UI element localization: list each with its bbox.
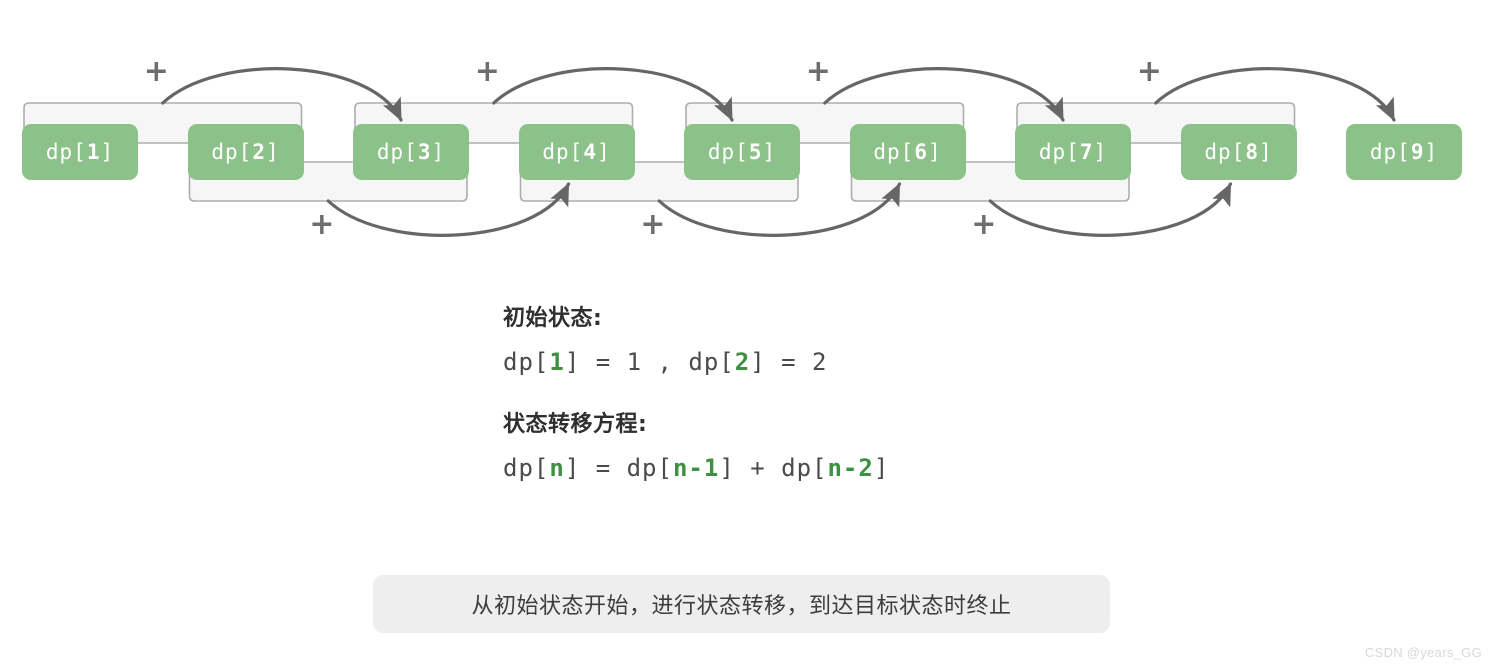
dp-cell-prefix: dp[ [542,140,584,164]
dp-cell-prefix: dp[ [376,140,418,164]
initial-formula-token-2: 1 [549,348,565,376]
initial-state-formula: dp[1] = 1 , dp[2] = 2 [503,348,1203,376]
dp-cell-8: dp[8] [1180,124,1297,180]
dp-cell-index: 7 [1079,140,1094,164]
spacer [503,376,1203,406]
bracket-group-bottom [188,161,1130,202]
explanation-block: 初始状态: dp[1] = 1 , dp[2] = 2 状态转移方程: dp[n… [503,300,1203,482]
plus-icon-top-4: + [1136,54,1162,89]
dp-cell-9: dp[9] [1346,124,1462,180]
transition-formula-token-3: ] = dp[ [564,454,673,482]
transition-formula-token-7: ] [873,454,890,482]
plus-icon-bottom-6: + [640,207,666,242]
transition-formula-token-1: dp[ [503,454,550,482]
dp-cell-prefix: dp[ [873,140,915,164]
initial-formula-token-1: dp[ [503,348,550,376]
dp-cell-prefix: dp[ [707,140,749,164]
dp-diagram: dp[1]dp[2]dp[3]dp[4]dp[5]dp[6]dp[7]dp[8]… [0,0,1498,280]
dp-cell-index: 5 [748,140,763,164]
dp-cell-index: 3 [417,140,432,164]
transition-formula-token-2: n [549,454,565,482]
dp-cell-2: dp[2] [187,124,304,180]
dp-cell-prefix: dp[ [1369,140,1411,164]
plus-icon-bottom-5: + [309,207,335,242]
dp-cell-suffix: ] [100,140,115,164]
dp-cell-prefix: dp[ [1038,140,1080,164]
dp-cell-index: 1 [86,140,101,164]
plus-icon-bottom-7: + [971,207,997,242]
dp-cell-prefix: dp[ [211,140,253,164]
transition-arrow-bottom-2 [657,182,902,237]
transition-formula-token-4: n-1 [672,454,720,482]
plus-icon-top-3: + [805,54,831,89]
dp-cell-suffix: ] [1424,140,1439,164]
arrow-group-bottom [326,182,1233,237]
dp-cell-suffix: ] [927,140,942,164]
transition-equation-heading: 状态转移方程: [503,412,648,437]
plus-icon-top-1: + [143,54,169,89]
dp-cell-prefix: dp[ [1204,140,1246,164]
transition-formula-token-6: n-2 [827,454,874,482]
initial-formula-token-5: ] = 2 [750,348,828,376]
initial-formula-token-3: ] = 1 , dp[ [564,348,735,376]
transition-formula-token-5: ] + dp[ [719,454,828,482]
transition-arrow-top-1 [161,67,403,122]
transition-arrow-bottom-3 [988,182,1233,237]
dp-cell-7: dp[7] [1015,124,1131,180]
transition-equation-formula: dp[n] = dp[n-1] + dp[n-2] [503,454,1203,482]
dp-cell-6: dp[6] [849,124,966,180]
transition-arrow-top-3 [823,67,1065,122]
dp-cell-index: 2 [252,140,266,164]
transition-arrow-top-4 [1154,67,1396,122]
dp-cell-index: 9 [1410,140,1425,164]
dp-cell-4: dp[4] [518,124,635,180]
caption-text: 从初始状态开始，进行状态转移，到达目标状态时终止 [471,594,1012,619]
dp-cell-suffix: ] [431,140,446,164]
dp-cell-suffix: ] [762,140,777,164]
dp-cell-index: 4 [583,140,597,164]
dp-cell-3: dp[3] [353,124,469,180]
dp-cell-suffix: ] [1093,140,1108,164]
arrow-group-top [161,67,1396,122]
dp-cell-1: dp[1] [22,124,138,180]
caption-box: 从初始状态开始，进行状态转移，到达目标状态时终止 [373,575,1110,633]
plus-icon-top-2: + [474,54,500,89]
dp-cell-suffix: ] [265,140,280,164]
dp-cell-index: 6 [914,140,928,164]
dp-cell-5: dp[5] [684,124,800,180]
dp-cell-prefix: dp[ [45,140,87,164]
dp-cell-suffix: ] [1258,140,1273,164]
watermark-text: CSDN @years_GG [1364,645,1482,660]
dp-cell-index: 8 [1245,140,1259,164]
initial-state-heading: 初始状态: [503,306,603,331]
initial-formula-token-4: 2 [734,348,751,376]
dp-cell-suffix: ] [596,140,611,164]
transition-arrow-bottom-1 [326,182,571,237]
transition-arrow-top-2 [492,67,734,122]
